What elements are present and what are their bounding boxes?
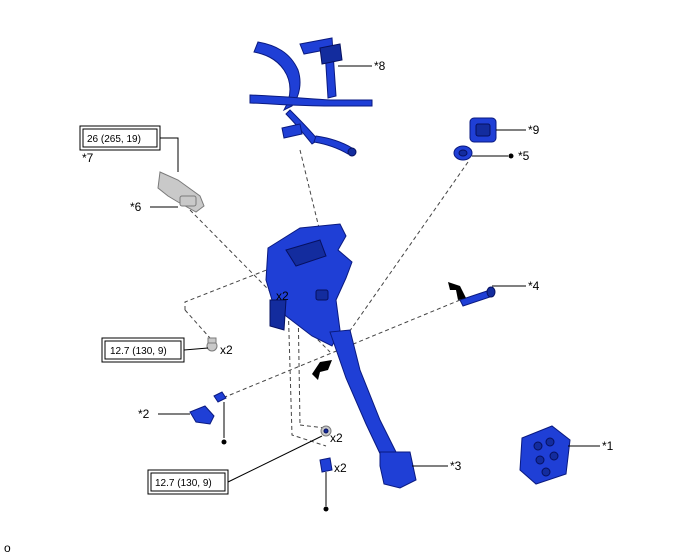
callout-7: *7: [82, 151, 94, 165]
torque-value-2: 12.7 (130, 9): [110, 346, 167, 357]
clip-part: [319, 457, 333, 473]
pedal-pad-part: [519, 425, 571, 485]
bushing-part: [453, 145, 473, 161]
pedal-bracket-assembly: [265, 223, 353, 347]
callout-3: *3: [450, 459, 462, 473]
torque-value-1: 26 (265, 19): [87, 134, 141, 145]
direction-arrow-top: [448, 282, 466, 300]
callout-8: *8: [374, 59, 386, 73]
qty-pedal: x2: [276, 289, 289, 303]
leader-lines: [150, 65, 600, 506]
clevis-part: [157, 171, 205, 213]
direction-arrow-bottom: [312, 360, 332, 380]
torque-box-2: 12.7 (130, 9): [101, 337, 185, 363]
callout-5: *5: [518, 149, 530, 163]
torque-box-1: 26 (265, 19): [79, 125, 161, 151]
callout-6: *6: [130, 200, 142, 214]
small-clip-part: [213, 391, 227, 403]
connector-part: [469, 117, 497, 143]
callout-4: *4: [528, 279, 540, 293]
ref-dot-clip: [323, 506, 329, 512]
torque-box-3: 12.7 (130, 9): [147, 469, 229, 495]
callout-2: *2: [138, 407, 150, 421]
callout-1: *1: [602, 439, 614, 453]
ref-dot-5: [508, 153, 514, 159]
ref-dot-2: [221, 439, 227, 445]
qty-bolt-top: x2: [220, 343, 233, 357]
qty-clip: x2: [334, 461, 347, 475]
bolt-top: [206, 337, 218, 352]
brake-pedal-arm: [329, 329, 417, 489]
wire-harness-bracket: [249, 37, 373, 157]
nut-part: [320, 425, 332, 437]
qty-nut: x2: [330, 431, 343, 445]
callout-9: *9: [528, 123, 540, 137]
torque-value-3: 12.7 (130, 9): [155, 478, 212, 489]
pedal-pin: [459, 286, 496, 307]
switch-clip-part: [189, 405, 215, 425]
footer-code: o: [4, 541, 11, 555]
